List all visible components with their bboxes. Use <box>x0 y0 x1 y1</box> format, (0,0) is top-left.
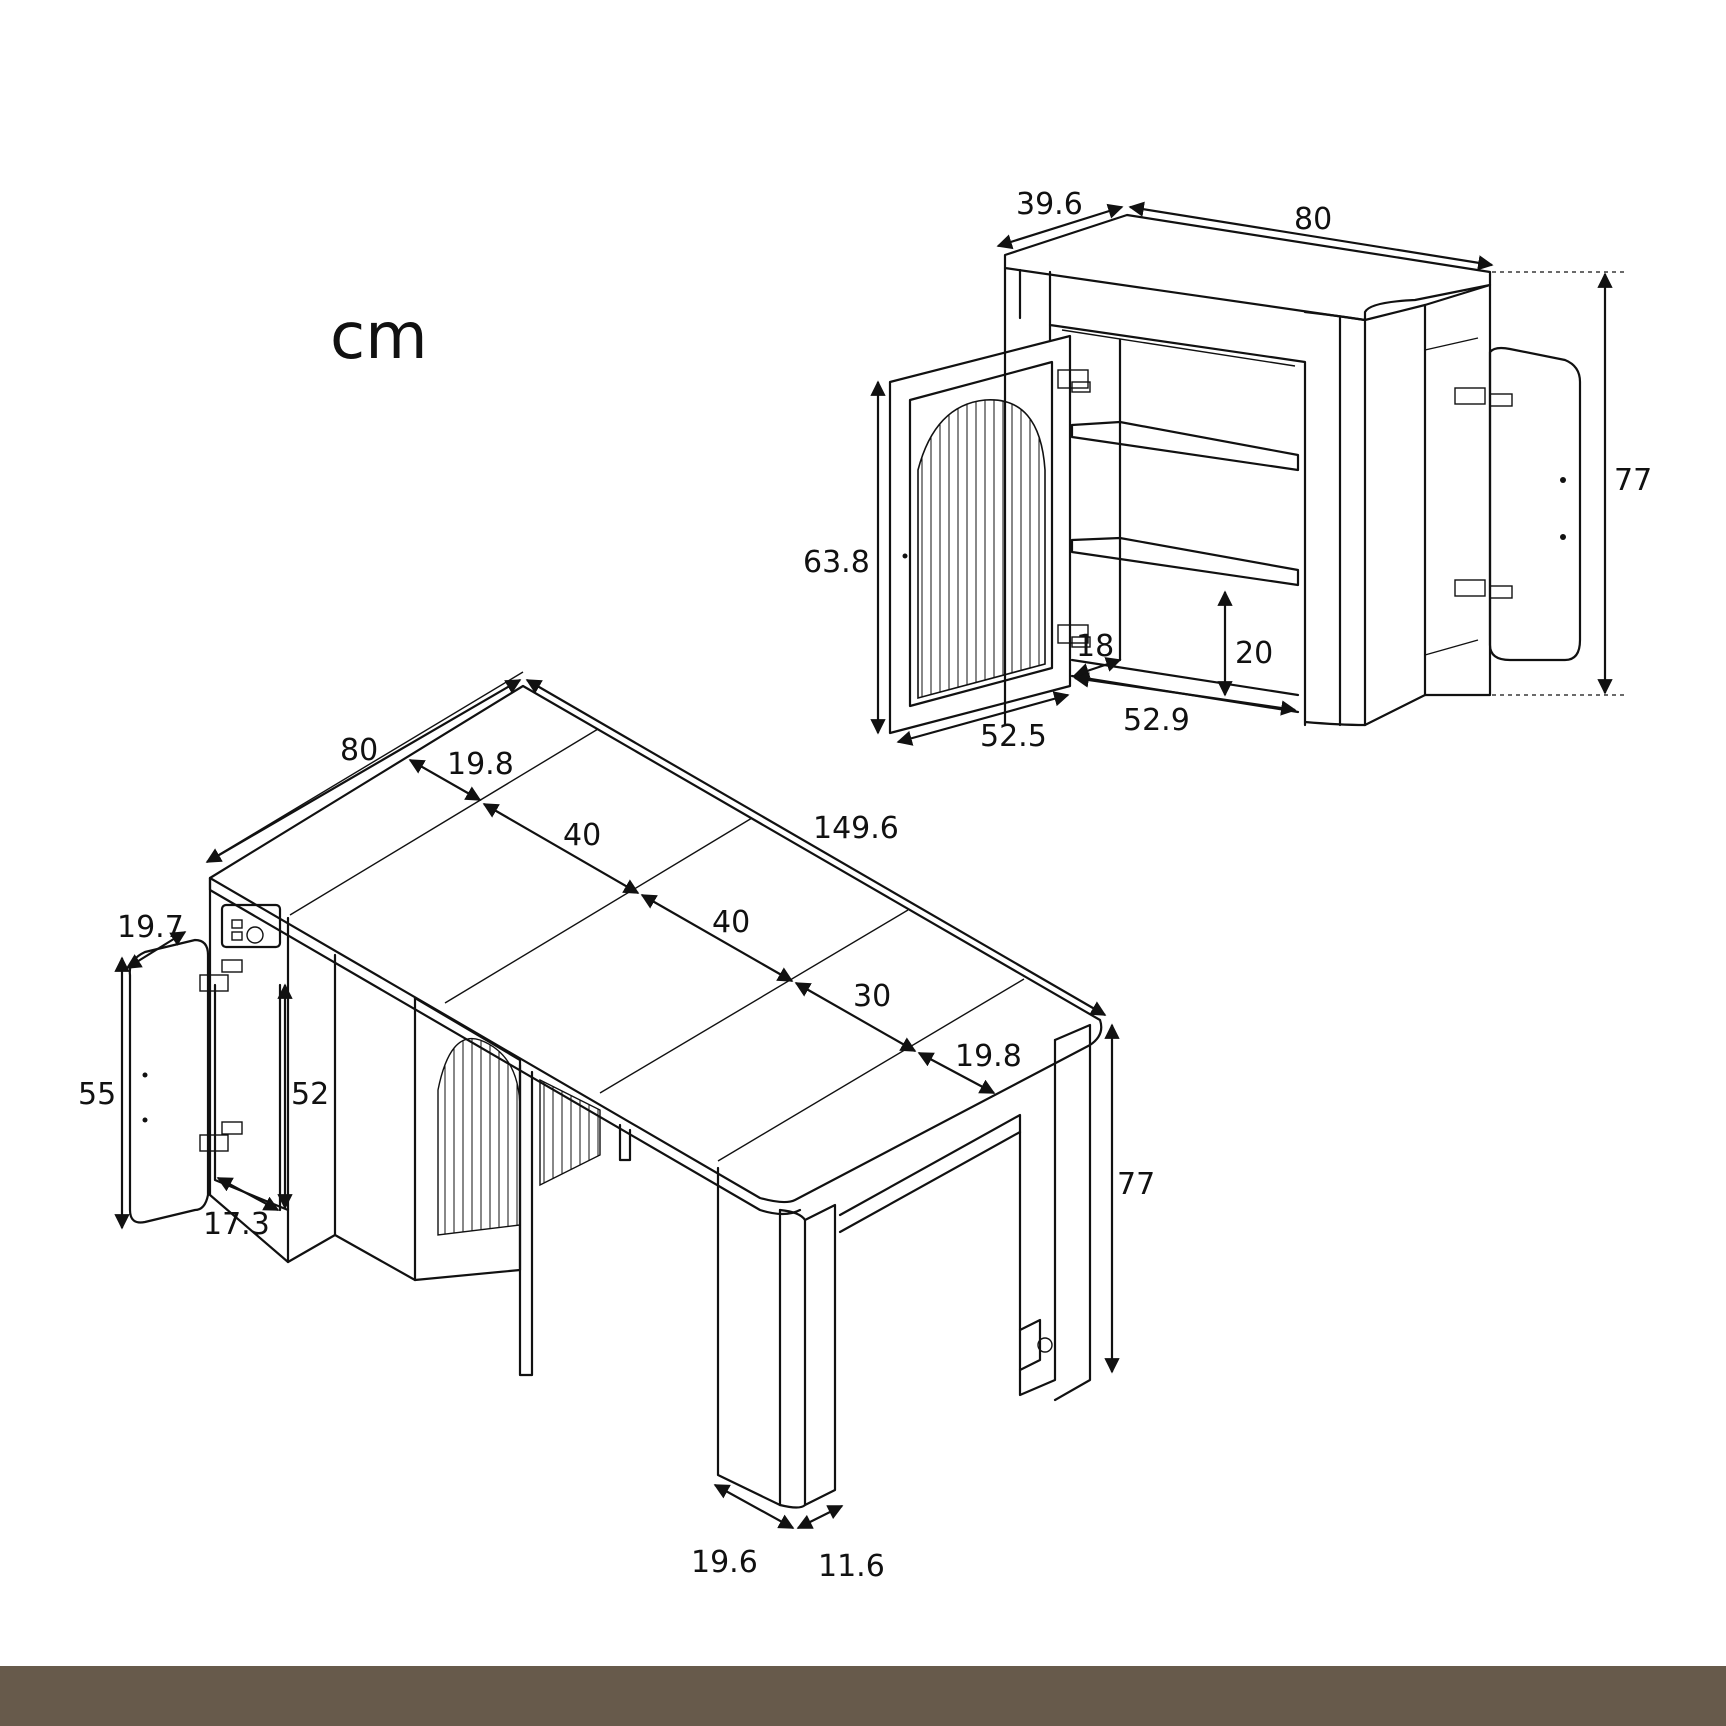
cabinet-drawing: 39.6 80 77 63.8 52.5 20 18 52.9 <box>803 187 1652 754</box>
cabinet-shelf-gap-label: 20 <box>1235 636 1273 671</box>
cabinet-height-label: 77 <box>1614 463 1652 498</box>
table-length-label: 149.6 <box>813 811 899 846</box>
table-height-label: 77 <box>1117 1167 1155 1202</box>
table-leaf-3-label: 30 <box>853 979 891 1014</box>
cabinet-depth-label: 39.6 <box>1016 187 1083 222</box>
cabinet-door-width-label: 52.5 <box>980 719 1047 754</box>
cabinet-inner-depth-label: 18 <box>1076 629 1114 664</box>
footer-bar <box>0 1666 1726 1726</box>
table-leaf-end-2-label: 19.8 <box>955 1039 1022 1074</box>
side-cabinet-height-label: 52 <box>291 1077 329 1112</box>
side-door-height-label: 55 <box>78 1077 116 1112</box>
cabinet-inner-width-label: 52.9 <box>1123 703 1190 738</box>
table-leaf-2-label: 40 <box>712 905 750 940</box>
cabinet-width-label: 80 <box>1294 202 1332 237</box>
cabinet-door-height-label: 63.8 <box>803 545 870 580</box>
leg-depth-label: 11.6 <box>818 1549 885 1584</box>
table-width-label: 80 <box>340 733 378 768</box>
unit-label: cm <box>330 300 428 374</box>
side-cabinet-depth-label: 17.3 <box>203 1207 270 1242</box>
leg-width-label: 19.6 <box>691 1545 758 1580</box>
table-leaf-1-label: 40 <box>563 818 601 853</box>
side-door-width-label: 19.7 <box>117 910 184 945</box>
table-leaf-end-1-label: 19.8 <box>447 747 514 782</box>
table-drawing: 80 149.6 19.8 40 40 30 19.8 77 19.7 55 5… <box>78 671 1155 1584</box>
